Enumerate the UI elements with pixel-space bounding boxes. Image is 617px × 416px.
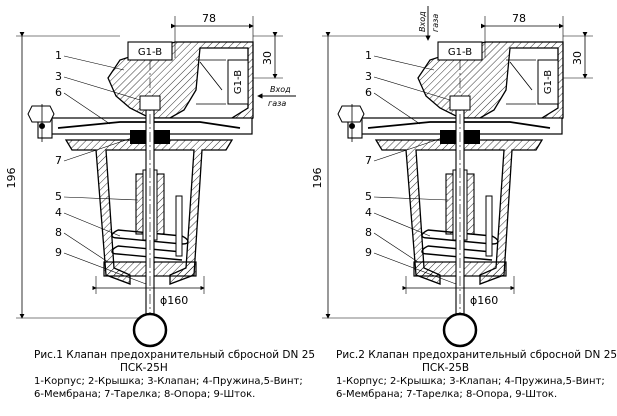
support-rod-right — [485, 195, 493, 257]
caption-legend-1: 1-Корпус; 2-Крышка; 3-Клапан; 4-Пружина,… — [34, 376, 303, 387]
nut-right — [337, 105, 365, 123]
port-offset-dimension-right: 30 — [563, 32, 593, 79]
port-offset-label: 30 — [261, 51, 274, 65]
callout-6: 6 — [55, 86, 62, 99]
caption-legend-2: 6-Мембрана; 7-Тарелка; 8-Опора; 9-Шток. — [34, 389, 256, 400]
part-callouts-right: 1 3 6 7 5 4 8 9 — [365, 49, 457, 285]
width-dimension: 78 — [171, 12, 254, 60]
height-label-right: 196 — [311, 168, 324, 189]
diameter-label: ϕ160 — [160, 294, 188, 307]
inlet-arrow-right: Вход газа — [418, 6, 440, 41]
housing-right — [374, 139, 544, 285]
height-label: 196 — [5, 168, 18, 189]
inlet-label: Вход — [270, 85, 291, 94]
diameter-dimension: ϕ160 — [92, 276, 205, 307]
valve-head — [139, 95, 161, 111]
side-thread-port-right — [537, 59, 559, 105]
pull-ring-right — [442, 312, 478, 348]
width-label-right: 78 — [512, 12, 526, 25]
valve-left: 196 78 30 G1-B G1-B Вход газа — [5, 12, 296, 348]
port-offset-label-right: 30 — [571, 51, 584, 65]
valve-head-right — [449, 95, 471, 111]
callout-5: 5 — [55, 190, 62, 203]
caption-left: Рис.1 Клапан предохранительный сбросной … — [34, 349, 315, 401]
height-dimension: 1 9 6 — [5, 32, 138, 319]
height-dimension-right: 1 9 6 — [311, 32, 448, 319]
technical-drawing: 196 78 30 G1-B G1-B Вход газа — [5, 6, 593, 348]
thread-label-side-right: G1-B — [543, 70, 554, 94]
width-label: 78 — [202, 12, 216, 25]
callout-9-right: 9 — [365, 246, 372, 259]
part-callouts: 1 3 6 7 5 4 8 9 — [55, 49, 147, 285]
callout-6-right: 6 — [365, 86, 372, 99]
housing — [64, 139, 234, 285]
side-thread-port — [227, 59, 249, 105]
diameter-label-right: ϕ160 — [470, 294, 498, 307]
support-rod — [175, 195, 183, 257]
caption-legend-1-right: 1-Корпус; 2-Крышка; 3-Клапан; 4-Пружина,… — [336, 376, 605, 387]
inlet-label-right: Вход — [418, 11, 427, 32]
inlet-medium: газа — [268, 99, 286, 108]
callout-5-right: 5 — [365, 190, 372, 203]
nut — [27, 105, 55, 123]
callout-4: 4 — [55, 206, 62, 219]
callout-8-right: 8 — [365, 226, 372, 239]
caption-right: Рис.2 Клапан предохранительный сбросной … — [336, 349, 617, 401]
port-offset-dimension: 30 — [253, 32, 283, 79]
diameter-dimension-right: ϕ160 — [402, 276, 515, 307]
caption-model: ПСК-25Н — [120, 362, 168, 374]
valve-right: 196 78 30 Вход газа G1-B G1-B — [311, 6, 593, 348]
caption-title: Рис.1 Клапан предохранительный сбросной … — [34, 349, 316, 361]
inlet-medium-right: газа — [431, 14, 440, 32]
drawing-sheet: 196 78 30 G1-B G1-B Вход газа — [5, 6, 617, 401]
caption-model-right: ПСК-25В — [422, 362, 470, 374]
callout-9: 9 — [55, 246, 62, 259]
callout-7-right: 7 — [365, 154, 372, 167]
pull-ring — [132, 312, 168, 348]
callout-3: 3 — [55, 70, 62, 83]
callout-7: 7 — [55, 154, 62, 167]
thread-label-top: G1-B — [138, 47, 162, 58]
caption-title-right: Рис.2 Клапан предохранительный сбросной … — [336, 349, 617, 361]
inlet-arrow: Вход газа — [257, 85, 296, 108]
callout-4-right: 4 — [365, 206, 372, 219]
thread-label-side: G1-B — [233, 70, 244, 94]
thread-label-top-right: G1-B — [448, 47, 472, 58]
caption-legend-2-right: 6-Мембрана; 7-Тарелка; 8-Опора, 9-Шток. — [336, 389, 558, 400]
callout-1-right: 1 — [365, 49, 372, 62]
callout-1: 1 — [55, 49, 62, 62]
membrane — [57, 121, 241, 129]
membrane-right — [367, 121, 551, 129]
callout-3-right: 3 — [365, 70, 372, 83]
callout-8: 8 — [55, 226, 62, 239]
